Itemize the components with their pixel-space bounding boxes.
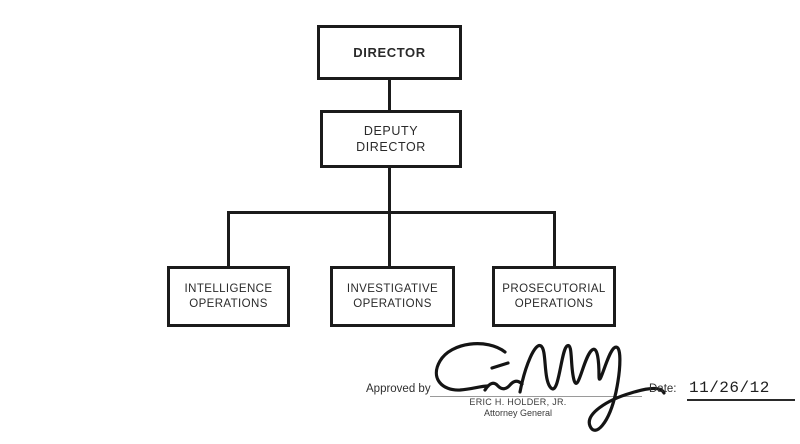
org-node-investigative-label-line2: OPERATIONS — [353, 297, 432, 310]
org-node-intelligence-operations: INTELLIGENCE OPERATIONS — [167, 266, 290, 327]
org-node-deputy-label-line2: DIRECTOR — [356, 140, 426, 154]
connector-horizontal-bar — [227, 211, 556, 214]
connector-drop-intelligence — [227, 211, 230, 266]
org-node-intelligence-label-line2: OPERATIONS — [189, 297, 268, 310]
connector-drop-investigative — [388, 211, 391, 266]
org-node-investigative-operations: INVESTIGATIVE OPERATIONS — [330, 266, 455, 327]
date-value: 11/26/12 — [689, 379, 770, 397]
org-node-director-label: DIRECTOR — [353, 45, 426, 60]
handwritten-signature-icon — [434, 342, 666, 432]
date-underline — [687, 399, 795, 401]
signatory-title: Attorney General — [483, 408, 553, 418]
approved-by-label: Approved by — [366, 383, 431, 395]
org-node-prosecutorial-label-line2: OPERATIONS — [514, 297, 594, 310]
org-node-prosecutorial-label-line1: PROSECUTORIAL — [502, 282, 606, 295]
signatory-block: ERIC H. HOLDER, JR. Attorney General — [437, 397, 599, 418]
date-label: Date: — [649, 383, 677, 395]
org-node-investigative-label-line1: INVESTIGATIVE — [346, 282, 439, 295]
org-node-deputy-label-line1: DEPUTY — [363, 124, 419, 138]
org-node-director: DIRECTOR — [317, 25, 462, 80]
connector-drop-prosecutorial — [553, 211, 556, 266]
org-node-prosecutorial-operations: PROSECUTORIAL OPERATIONS — [492, 266, 616, 327]
connector-deputy-stem — [388, 168, 391, 214]
connector-director-deputy — [388, 80, 391, 110]
signature-line — [430, 396, 642, 397]
org-node-intelligence-label-line1: INTELLIGENCE — [184, 282, 273, 295]
signatory-name: ERIC H. HOLDER, JR. — [469, 397, 567, 407]
org-node-deputy-director: DEPUTY DIRECTOR — [320, 110, 462, 168]
